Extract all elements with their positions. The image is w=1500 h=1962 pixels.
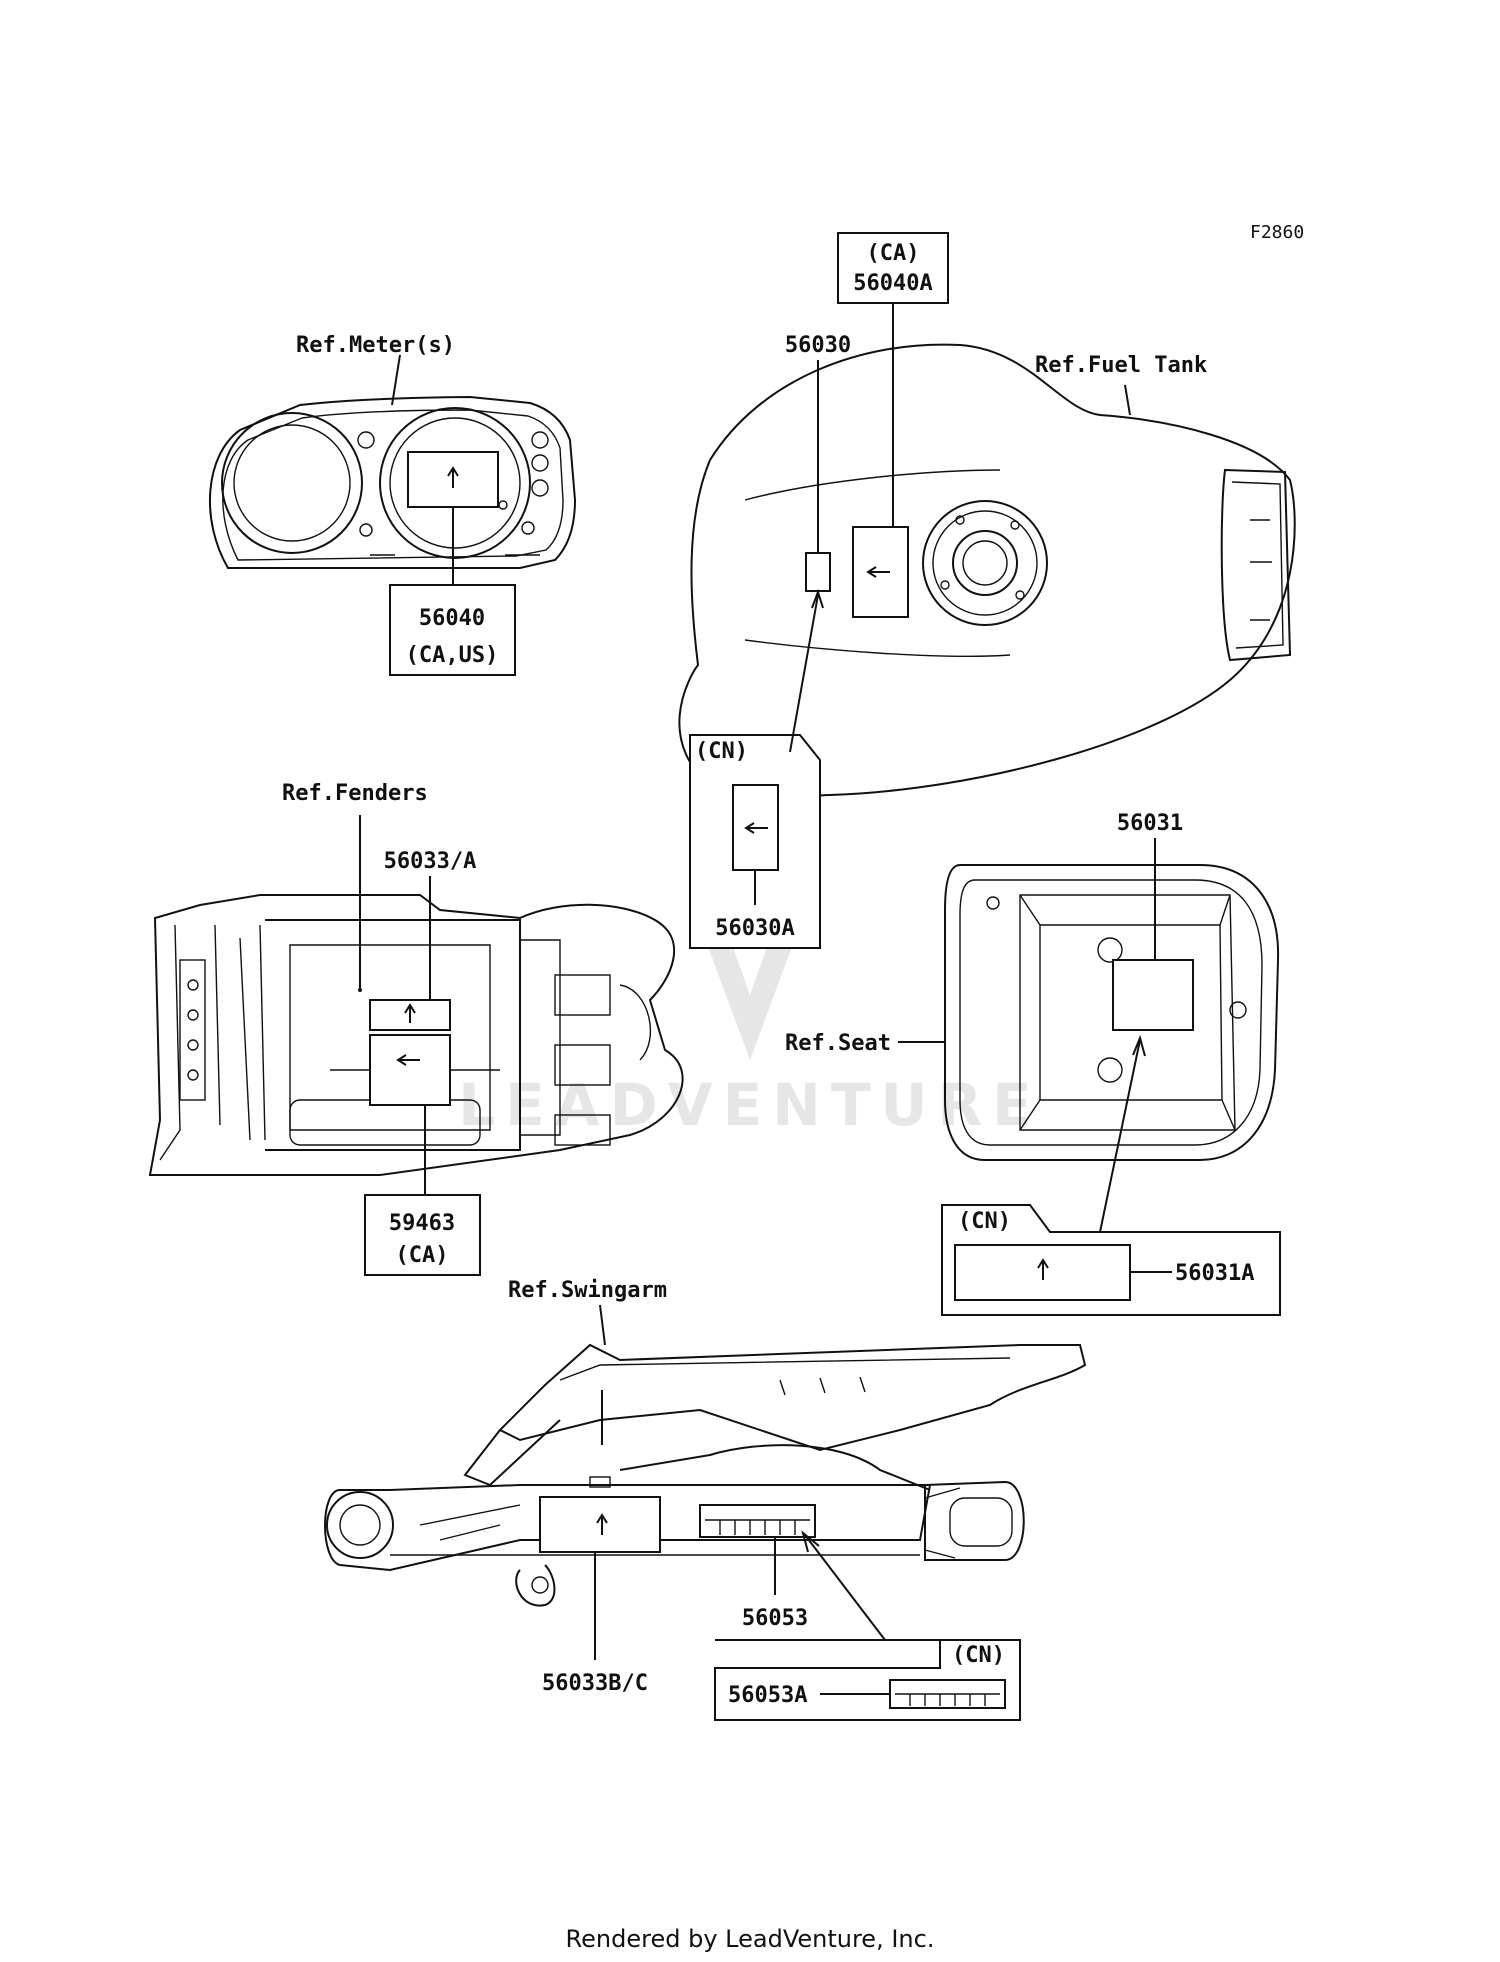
part-56053A-number[interactable]: 56053A [728,1683,807,1708]
ref-swingarm-label: Ref.Swingarm [508,1278,667,1303]
part-56053-number[interactable]: 56053 [742,1606,808,1631]
seat-decal-56031 [1112,959,1194,1031]
part-56030-number[interactable]: 56030 [785,333,851,358]
watermark-text: LEADVENTURE [458,1071,1042,1139]
meter-assembly: Ref.Meter(s) 56040 (CA,US) [209,333,577,676]
part-59463-box [364,1194,481,1276]
figure-code: F2860 [1250,222,1304,243]
part-56031-number[interactable]: 56031 [1117,811,1183,836]
ref-seat-label: Ref.Seat [785,1031,891,1056]
swingarm-assembly: Ref.Swingarm 56033B/C 56053 (CN) 56053A [324,1278,1087,1721]
seat-assembly: 56031 Ref.Seat (CN) 56031A [785,811,1281,1316]
ref-meter-label: Ref.Meter(s) [296,333,455,358]
swingarm-decal-56033BC [539,1496,661,1553]
part-56040-number[interactable]: 56040 [419,606,485,631]
fenders-assembly: Ref.Fenders 56033/A 59463 (CA) [148,781,684,1276]
part-56031A-number[interactable]: 56031A [1175,1261,1254,1286]
ref-fenders-label: Ref.Fenders [282,781,428,806]
part-59463-number[interactable]: 59463 [389,1211,455,1236]
part-56033A-number[interactable]: 56033/A [384,849,477,874]
fuel-tank-decal-56040A [852,526,909,618]
part-56040A-region: (CA) [867,241,920,266]
part-56030A-region: (CN) [695,739,748,764]
part-56053A-region: (CN) [952,1643,1005,1668]
part-56030A-number[interactable]: 56030A [715,916,794,941]
fender-decal-lower [369,1034,451,1106]
part-56040-region: (CA,US) [406,643,499,668]
part-56031A-region: (CN) [958,1209,1011,1234]
footer-credit: Rendered by LeadVenture, Inc. [566,1925,935,1953]
part-56040A-box [837,232,949,304]
part-59463-region: (CA) [396,1243,449,1268]
part-56040A-number[interactable]: 56040A [853,271,932,296]
part-56040-box [389,584,516,676]
swingarm-decal-56053 [699,1504,816,1538]
ref-fuel-tank-label: Ref.Fuel Tank [1035,353,1207,378]
part-56033BC-number[interactable]: 56033B/C [542,1671,648,1696]
fuel-tank-decal-56030 [805,552,831,592]
fuel-tank-assembly: Ref.Fuel Tank (CA) 56040A 56030 (CN) 560… [678,232,1296,949]
